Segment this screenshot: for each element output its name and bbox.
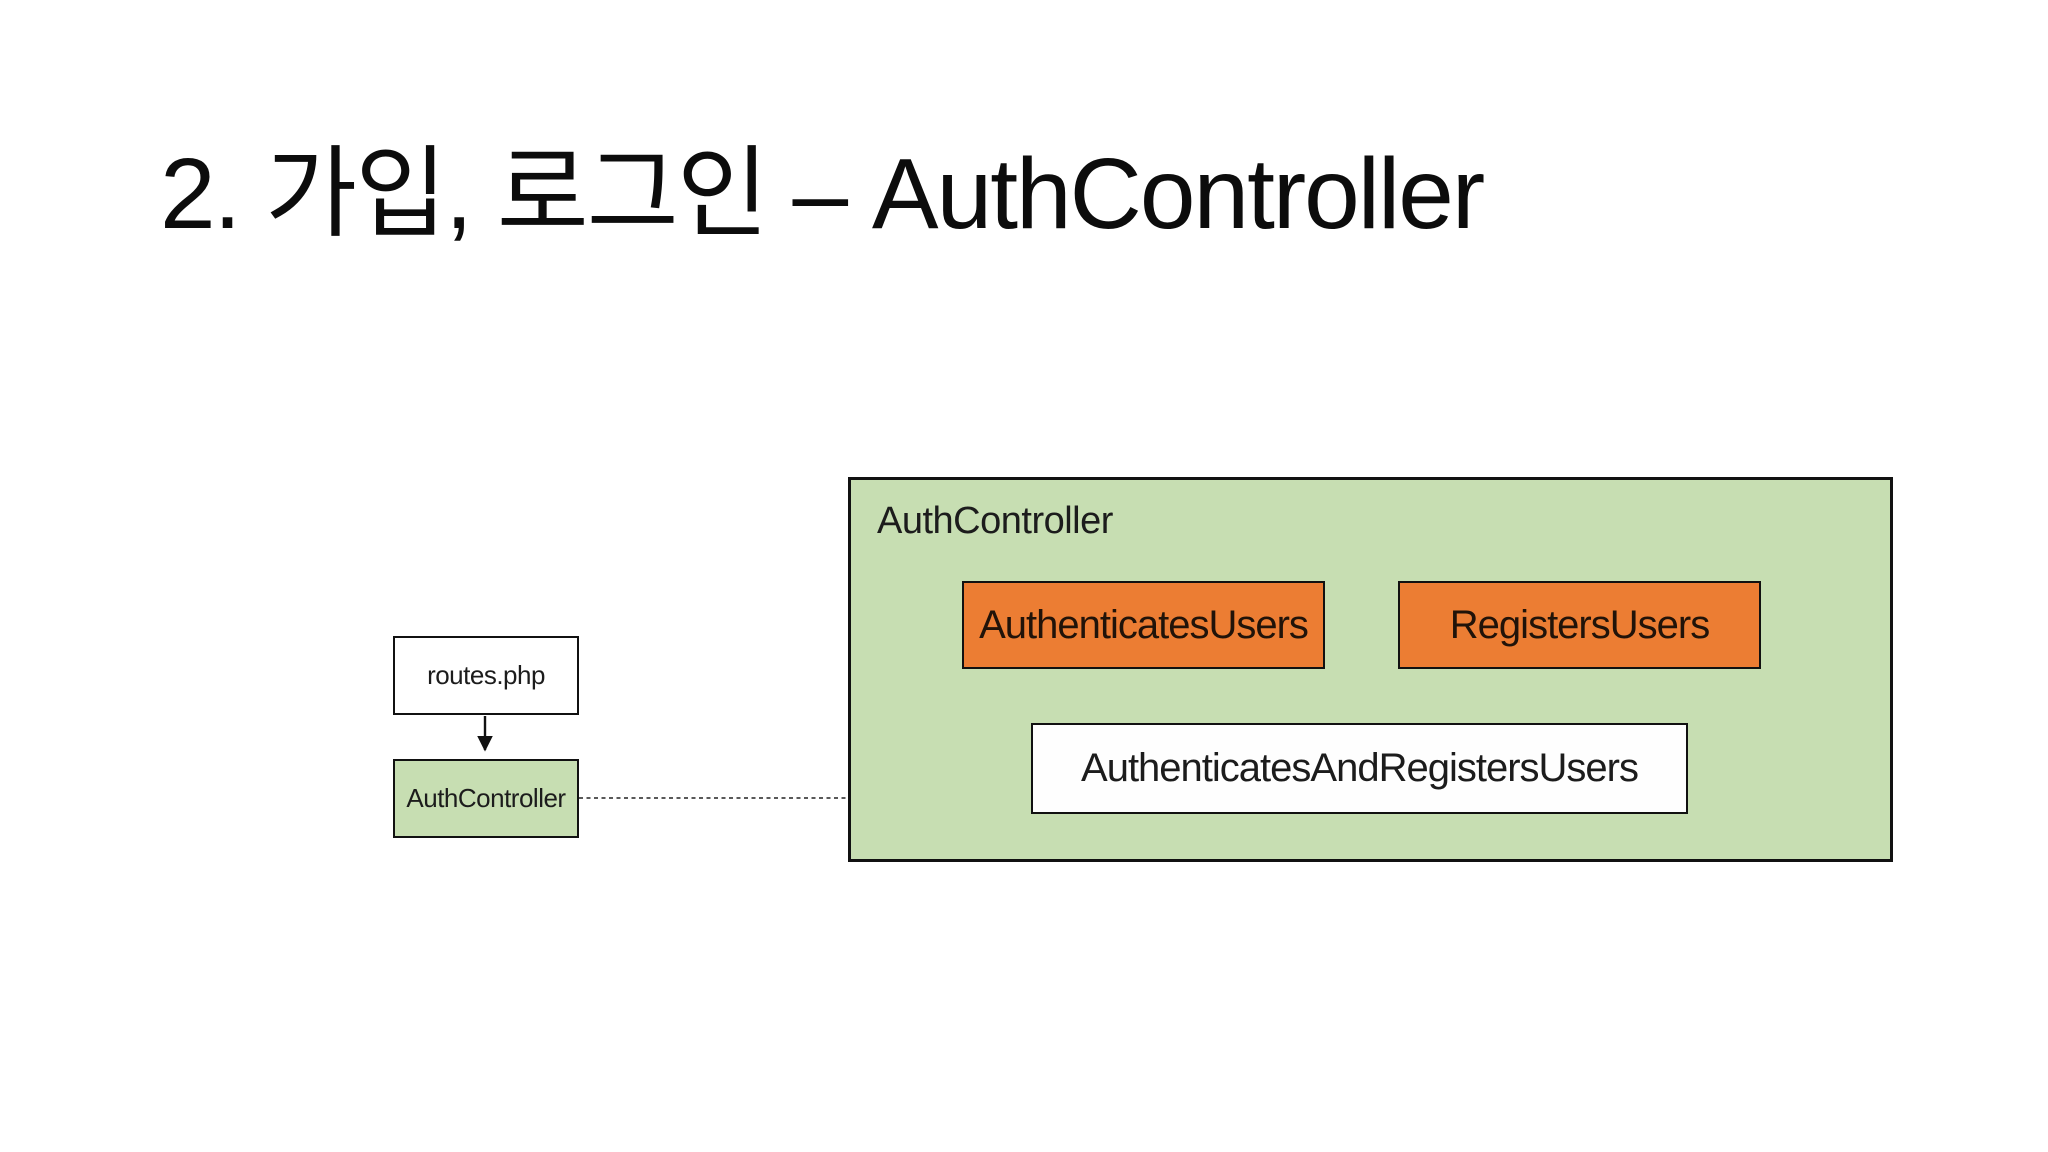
authenticates-and-registers-users-label: AuthenticatesAndRegistersUsers — [1081, 746, 1639, 790]
authenticates-and-registers-users-box: AuthenticatesAndRegistersUsers — [1031, 723, 1688, 814]
routes-php-box: routes.php — [393, 636, 579, 715]
registers-users-label: RegistersUsers — [1449, 602, 1710, 647]
authenticates-users-label: AuthenticatesUsers — [979, 602, 1309, 647]
auth-controller-box: AuthController — [393, 759, 579, 838]
page-title: 2. 가입, 로그인 – AuthController — [160, 138, 1485, 250]
auth-controller-container-label: AuthController — [877, 500, 1113, 542]
routes-php-label: routes.php — [427, 660, 545, 690]
auth-controller-box-label: AuthController — [406, 783, 566, 813]
registers-users-box: RegistersUsers — [1398, 581, 1761, 669]
auth-controller-container: AuthController AuthenticatesUsers Regist… — [848, 477, 1893, 862]
authenticates-users-box: AuthenticatesUsers — [962, 581, 1325, 669]
